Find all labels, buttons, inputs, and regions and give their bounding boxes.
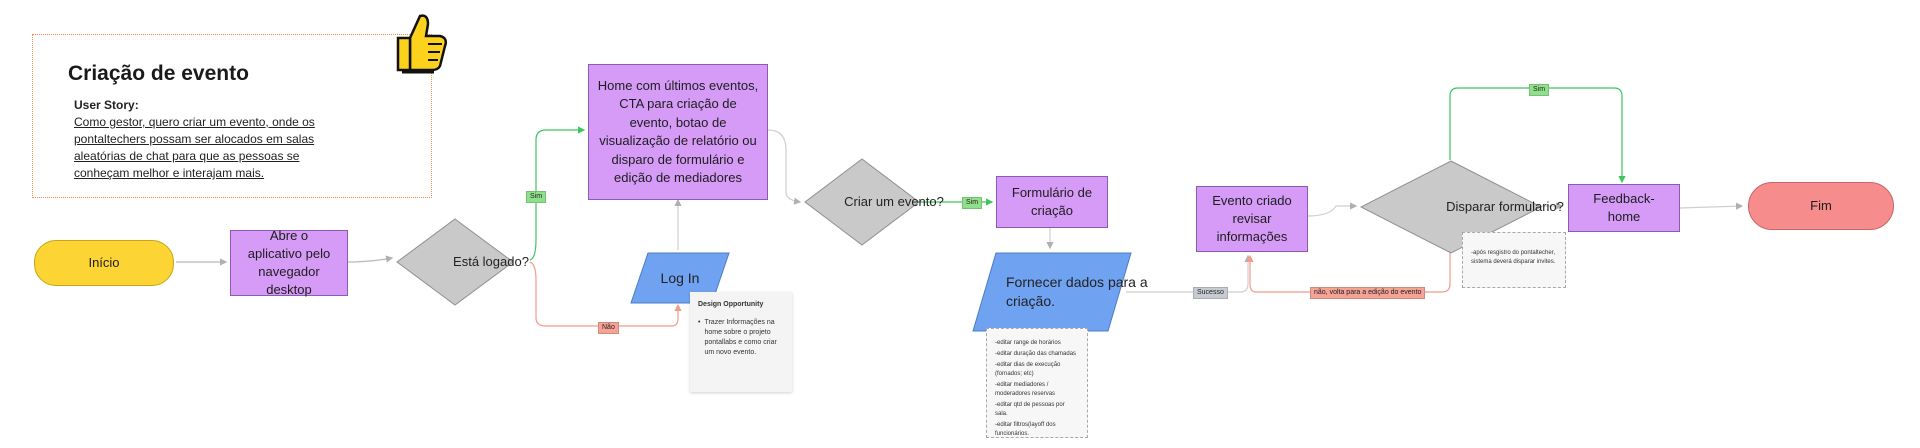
io-provide-data: Fornecer dados para a criação. (972, 252, 1148, 332)
edge-logado-home-yes (529, 126, 586, 261)
process-event-created: Evento criado revisar informações (1196, 186, 1308, 252)
decision-send-form-label: Disparar formulario? (1446, 199, 1564, 214)
edge-abrir-logado (347, 255, 394, 263)
decision-logged-in: Está logado? (396, 218, 529, 306)
decision-logged-in-label: Está logado? (453, 254, 529, 269)
story-line-3: aleatórias de chat para que as pessoas s… (74, 149, 300, 163)
note-provide-data: -editar range de horários -editar duraçã… (986, 328, 1088, 438)
process-form: Formulário de criação (996, 176, 1108, 228)
design-opportunity-card: Design Opportunity • Trazer Informações … (690, 292, 792, 392)
story-title: Criação de evento (68, 62, 249, 85)
edge-fornecer-evento (1126, 254, 1252, 293)
edge-tag-sim: Sim (962, 197, 983, 209)
story-subtitle: User Story: (74, 98, 139, 112)
edge-home-criar (767, 129, 802, 205)
note-send-form: -após resgistro do pontaltecher, sistema… (1462, 232, 1566, 288)
note-line: -editar qtd de pessoas por sala. (995, 402, 1065, 417)
edge-tag-sim: Sim (1529, 84, 1550, 96)
edge-feedback-fim (1679, 202, 1744, 210)
note-line: -editar range de horários (995, 340, 1061, 346)
note-line: -editar dias de execução (fornados; etc) (995, 362, 1061, 377)
process-home: Home com últimos eventos, CTA para criaç… (588, 64, 768, 200)
decision-create-event-label: Criar um evento? (844, 194, 944, 209)
decision-create-event: Criar um evento? (804, 158, 944, 246)
story-line-4: conheçam melhor e interajam mais. (74, 166, 265, 180)
edge-disparar-evento-no (1246, 248, 1451, 293)
story-line-2: pontaltechers possam ser alocados em sal… (74, 132, 315, 146)
process-open-app: Abre o aplicativo pelo navegador desktop (230, 228, 348, 297)
decision-send-form: Disparar formulario? (1360, 160, 1564, 254)
note-line: -editar duração das chamadas (995, 351, 1077, 357)
end-node: Fim (1748, 182, 1894, 230)
edge-tag-nao-volta: não, volta para a edição do evento (1310, 287, 1426, 299)
edge-tag-sucesso: Sucesso (1193, 287, 1228, 299)
design-opportunity-title: Design Opportunity (698, 301, 764, 308)
edge-tag-nao: Não (598, 322, 619, 334)
edge-evento-disparar (1307, 202, 1358, 217)
start-node: Início (34, 240, 174, 286)
note-line: -editar filtros(layoff dos funcionários. (995, 422, 1056, 437)
user-story-box (32, 34, 432, 198)
decision-shape (804, 158, 920, 246)
edge-logado-login-no (529, 261, 682, 327)
decision-shape (1360, 160, 1542, 254)
io-shape (972, 252, 1132, 332)
process-feedback-home: Feedback-home (1568, 184, 1680, 232)
story-line-1: Como gestor, quero criar um evento, onde… (74, 115, 315, 129)
io-provide-data-label: Fornecer dados para a criação. (1006, 274, 1148, 309)
io-login-label: Log In (660, 270, 700, 286)
decision-shape (396, 218, 514, 306)
note-line: -editar mediadores / moderadores reserva… (995, 382, 1056, 397)
bullet: • (698, 319, 701, 326)
design-opportunity-text: Trazer Informações na home sobre o proje… (704, 319, 777, 356)
story-text: Como gestor, quero criar um evento, onde… (74, 114, 364, 182)
thumbs-up-icon (396, 14, 448, 74)
edge-tag-sim: Sim (526, 191, 547, 203)
